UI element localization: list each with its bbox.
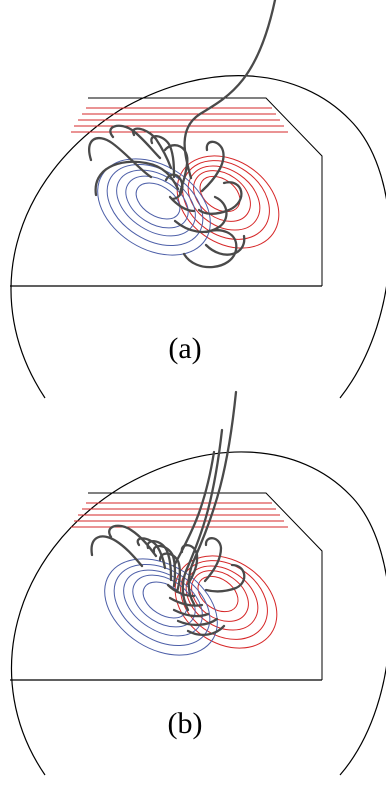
panel-a-top-red-lines [71, 107, 288, 133]
panel-b-field-lines [90, 390, 246, 637]
panel-b-sphere-outline [10, 451, 386, 776]
panel-b-photosphere-box [88, 492, 323, 680]
panel-a-field-lines [88, 0, 277, 269]
panel-a-blue-contours [97, 158, 211, 256]
panel-b-diagram [10, 390, 386, 776]
panel-a-sphere-outline [10, 75, 386, 399]
panel-a-diagram [10, 0, 386, 399]
panel-a-photosphere-box [88, 97, 323, 286]
panel-b-label: (b) [167, 707, 203, 740]
panel-a-label: (a) [168, 332, 202, 365]
panel-a-red-contours [176, 155, 280, 249]
panel-b-top-red-lines [71, 502, 288, 528]
